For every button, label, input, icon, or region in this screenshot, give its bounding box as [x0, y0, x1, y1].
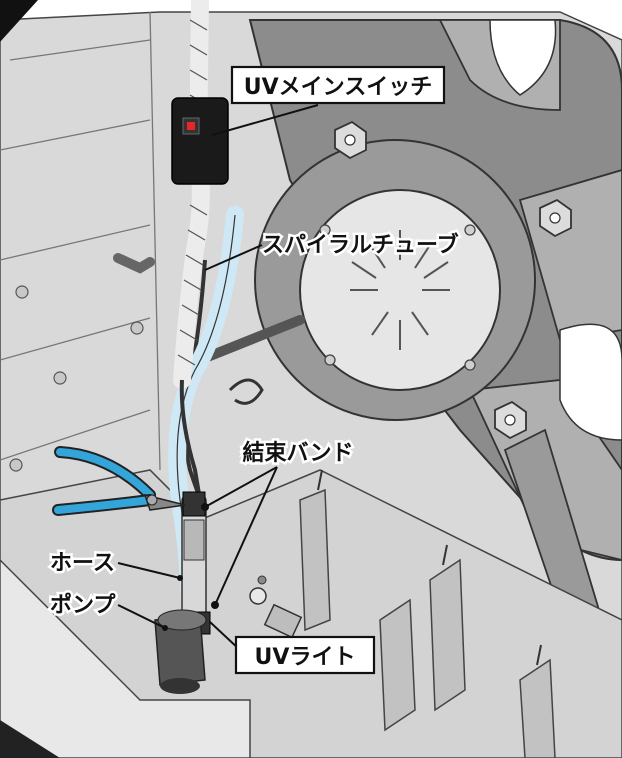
label-hose: ホース — [50, 551, 115, 576]
wall-screws — [9, 285, 144, 472]
cable-lower — [179, 379, 202, 501]
leader-hose — [117, 562, 181, 579]
tray-ribs — [299, 488, 556, 758]
leader-spiral-tube — [204, 244, 263, 271]
leader-dots — [162, 503, 219, 631]
label-uv-light: UVライト — [255, 645, 356, 670]
rocker-switch-icon — [187, 122, 195, 130]
cord-loop — [228, 378, 264, 405]
label-cable-ties: 結束バンド — [242, 440, 353, 466]
callout-box-uv-light — [234, 635, 376, 675]
label-uv-main-switch: UVメインスイッチ — [244, 75, 432, 100]
leader-lines — [117, 104, 319, 651]
fan-white-gap-1 — [489, 19, 557, 96]
left-wall-panels — [0, 11, 161, 471]
motor-disc — [299, 189, 501, 391]
leader-uv-switch — [211, 104, 319, 136]
leader-cable-tie-2 — [214, 466, 278, 606]
leader-cable-tie-1 — [204, 466, 278, 508]
wire-cutter-icon — [52, 446, 186, 516]
floor-shadow — [0, 720, 60, 758]
housing-bolt-centers — [344, 134, 561, 426]
pump-body — [154, 609, 207, 694]
tray-front-lip — [0, 558, 251, 758]
mount-bracket — [249, 575, 303, 639]
label-spiral-tube: スパイラルチューブ — [262, 232, 459, 258]
leader-pump — [117, 604, 166, 629]
side-cable — [195, 315, 305, 365]
callout-box-uv-switch — [230, 65, 446, 105]
motor-disc-bolts — [319, 224, 476, 371]
rib-tips — [317, 469, 542, 666]
fan-white-gap-2 — [559, 323, 622, 441]
left-cable-stub — [113, 253, 155, 274]
motor-disc-pattern — [350, 230, 450, 350]
corner-mark — [0, 0, 38, 42]
uv-switch-box — [171, 97, 229, 185]
label-pump: ポンプ — [50, 592, 116, 618]
